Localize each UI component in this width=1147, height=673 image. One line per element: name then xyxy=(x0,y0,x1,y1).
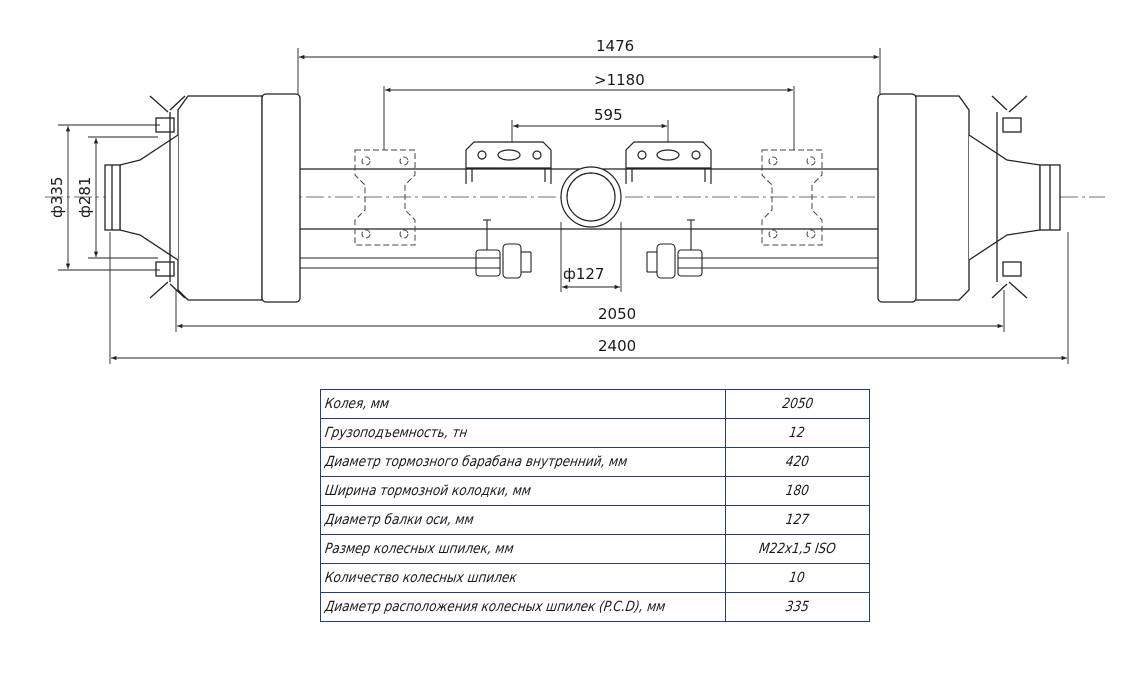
spec-value: M22x1,5 ISO xyxy=(724,534,871,564)
spec-value: 2050 xyxy=(724,389,871,419)
spec-value: 420 xyxy=(724,447,871,477)
spec-table: Колея, мм 2050 Грузоподъемность, тн 12 Д… xyxy=(320,389,871,622)
spec-label: Количество колесных шпилек xyxy=(320,563,726,593)
dim-hub-inner: ф281 xyxy=(76,177,94,218)
bracket-right xyxy=(761,149,823,246)
dim-hub-outer: ф335 xyxy=(48,177,66,218)
camshaft-left xyxy=(300,219,532,279)
table-row: Грузоподъемность, тн 12 xyxy=(320,418,871,448)
table-row: Количество колесных шпилек 10 xyxy=(320,563,871,593)
table-row: Колея, мм 2050 xyxy=(320,389,871,419)
spec-label: Ширина тормозной колодки, мм xyxy=(320,476,726,506)
spec-value: 10 xyxy=(724,563,871,593)
table-row: Ширина тормозной колодки, мм 180 xyxy=(320,476,871,506)
axle-drawing: 1476 >1180 595 ф127 2050 2400 ф335 ф281 xyxy=(45,37,1105,364)
camshaft-right xyxy=(646,219,878,279)
spec-value: 335 xyxy=(724,592,871,622)
dim-axle-diameter: ф127 xyxy=(563,265,604,283)
dim-1180: >1180 xyxy=(594,71,645,89)
brake-drum-right xyxy=(877,93,1061,303)
table-row: Диаметр расположения колесных шпилек (P.… xyxy=(320,592,871,622)
spring-pad-left xyxy=(465,141,552,184)
table-row: Размер колесных шпилек, мм M22x1,5 ISO xyxy=(320,534,871,564)
spec-label: Размер колесных шпилек, мм xyxy=(320,534,726,564)
dimension-lines xyxy=(58,48,1069,364)
table-row: Диаметр тормозного барабана внутренний, … xyxy=(320,447,871,477)
spec-label: Диаметр балки оси, мм xyxy=(320,505,726,535)
spec-value: 12 xyxy=(724,418,871,448)
spec-label: Диаметр расположения колесных шпилек (P.… xyxy=(320,592,726,622)
dim-595: 595 xyxy=(594,106,623,124)
dim-2050: 2050 xyxy=(598,305,636,323)
spring-pad-right xyxy=(625,141,712,184)
dim-1476: 1476 xyxy=(596,37,634,55)
spec-label: Грузоподъемность, тн xyxy=(320,418,726,448)
spec-value: 127 xyxy=(724,505,871,535)
spec-label: Колея, мм xyxy=(320,389,726,419)
brake-drum-left xyxy=(104,93,301,303)
axle-tube-section xyxy=(560,166,622,228)
bracket-left xyxy=(354,149,416,246)
dim-2400: 2400 xyxy=(598,337,636,355)
table-row: Диаметр балки оси, мм 127 xyxy=(320,505,871,535)
spec-value: 180 xyxy=(724,476,871,506)
spec-label: Диаметр тормозного барабана внутренний, … xyxy=(320,447,726,477)
